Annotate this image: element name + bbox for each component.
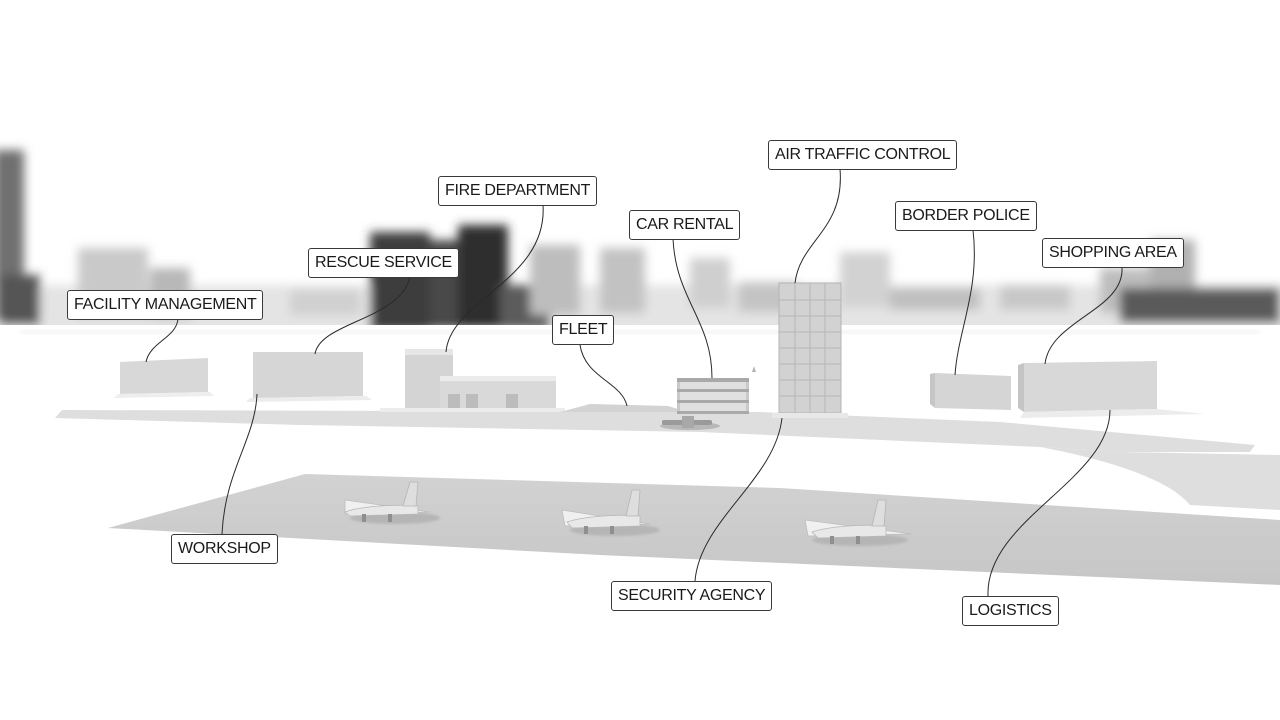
border-police-label: BORDER POLICE: [895, 201, 1037, 231]
fire-department-label: FIRE DEPARTMENT: [438, 176, 598, 206]
leader-security-agency: [694, 417, 783, 582]
parked-aircraft-2: [561, 489, 660, 536]
leader-car-rental: [672, 238, 713, 379]
air-traffic-control-tower: [772, 282, 848, 418]
rescue-service-building: [246, 352, 372, 402]
shopping-area-building: [1018, 361, 1205, 418]
parked-aircraft-1: [344, 481, 440, 524]
leader-logistics: [987, 409, 1111, 597]
leader-lines: [145, 168, 1123, 597]
taxiway: [55, 410, 1280, 510]
fleet-label: FLEET: [552, 315, 615, 345]
fleet-area: [560, 404, 688, 412]
leader-rescue-service: [314, 276, 411, 355]
leader-facility-management: [145, 318, 179, 363]
facility-management-building: [114, 358, 214, 398]
car-rental-building: [677, 366, 756, 414]
car-rental-label: CAR RENTAL: [629, 210, 741, 240]
taxiing-aircraft: [660, 416, 720, 430]
leader-air-traffic-control: [794, 168, 841, 284]
workshop-label: WORKSHOP: [171, 534, 278, 564]
leader-shopping-area: [1044, 266, 1123, 365]
security-agency-label: SECURITY AGENCY: [611, 581, 773, 611]
border-police-building: [930, 373, 1011, 410]
shopping-area-label: SHOPPING AREA: [1042, 238, 1184, 268]
leader-border-police: [954, 229, 975, 376]
apron: [108, 474, 1280, 585]
leader-fire-department: [445, 204, 544, 353]
logistics-label: LOGISTICS: [962, 596, 1059, 626]
parked-aircraft-3: [804, 499, 913, 546]
air-traffic-control-label: AIR TRAFFIC CONTROL: [768, 140, 958, 170]
leader-workshop: [221, 393, 258, 535]
facility-management-label: FACILITY MANAGEMENT: [67, 290, 264, 320]
rescue-service-label: RESCUE SERVICE: [308, 248, 459, 278]
leader-fleet: [579, 344, 628, 407]
fire-department-building: [380, 349, 565, 412]
